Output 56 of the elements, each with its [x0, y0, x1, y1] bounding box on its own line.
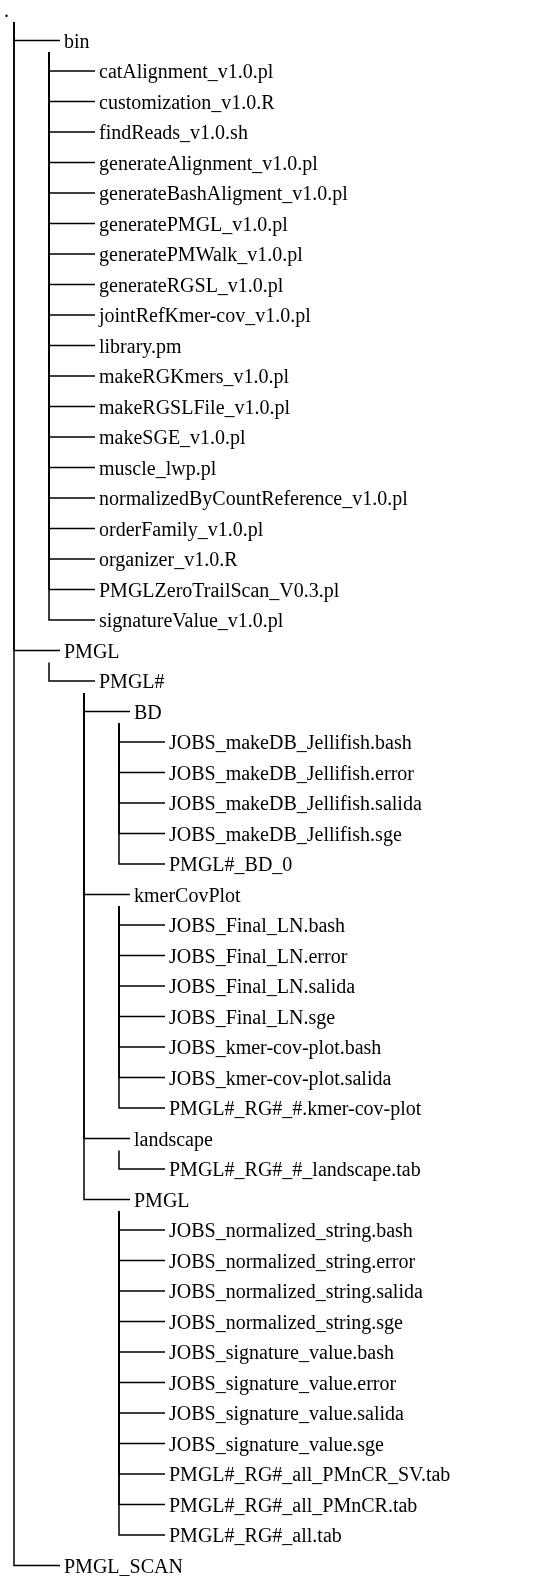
file-name: jointRefKmer-cov_v1.0.pl: [99, 304, 311, 326]
folder-name: PMGL#: [99, 670, 165, 692]
file-name: orderFamily_v1.0.pl: [99, 517, 264, 540]
file-name: JOBS_signature_value.error: [169, 1371, 397, 1394]
file-name: generatePMWalk_v1.0.pl: [99, 243, 303, 265]
file-name: muscle_lwp.pl: [99, 456, 217, 479]
file-name: JOBS_Final_LN.salida: [169, 975, 356, 997]
tree-connector: [118, 722, 166, 865]
file-name: JOBS_signature_value.salida: [169, 1402, 404, 1424]
file-name: findReads_v1.0.sh: [99, 121, 248, 143]
file-name: JOBS_Final_LN.error: [169, 944, 348, 967]
folder-name: PMGL: [64, 639, 120, 662]
folder-name: BD: [134, 700, 162, 723]
file-name: generatePMGL_v1.0.pl: [99, 212, 288, 235]
file-name: makeRGSLFile_v1.0.pl: [99, 395, 291, 418]
file-name: PMGL#_RG#_all.tab: [169, 1524, 342, 1546]
file-name: organizer_v1.0.R: [99, 548, 238, 570]
file-name: normalizedByCountReference_v1.0.pl: [99, 487, 408, 509]
file-name: JOBS_makeDB_Jellifish.salida: [169, 792, 422, 814]
file-name: generateRGSL_v1.0.pl: [99, 273, 284, 296]
file-name: JOBS_Final_LN.sge: [169, 1005, 336, 1028]
file-name: customization_v1.0.R: [99, 90, 275, 113]
file-name: PMGL#_RG#_#_landscape.tab: [169, 1158, 421, 1180]
file-name: PMGL#_BD_0: [169, 853, 293, 875]
file-name: generateBashAligment_v1.0.pl: [99, 182, 348, 204]
folder-name: .: [4, 0, 9, 21]
file-name: PMGL#_RG#_all_PMnCR_SV.tab: [169, 1463, 451, 1485]
file-name: library.pm: [99, 334, 182, 357]
folder-name: landscape: [134, 1127, 213, 1150]
file-name: PMGLZeroTrailScan_V0.3.pl: [99, 578, 340, 601]
file-name: JOBS_kmer-cov-plot.salida: [169, 1066, 392, 1089]
file-name: makeSGE_v1.0.pl: [99, 426, 246, 448]
file-name: JOBS_normalized_string.bash: [169, 1219, 413, 1241]
file-name: PMGL_SCAN: [64, 1554, 183, 1576]
file-name: JOBS_normalized_string.error: [169, 1249, 416, 1272]
file-name: signatureValue_v1.0.pl: [99, 609, 284, 631]
file-name: JOBS_signature_value.sge: [169, 1432, 384, 1455]
tree-connector: [118, 1149, 166, 1170]
folder-name: kmerCovPlot: [134, 883, 241, 906]
file-name: generateAlignment_v1.0.pl: [99, 151, 318, 174]
file-name: makeRGKmers_v1.0.pl: [99, 365, 289, 387]
file-name: PMGL#_RG#_all_PMnCR.tab: [169, 1493, 418, 1516]
tree-connector: [13, 21, 61, 1567]
file-name: catAlignment_v1.0.pl: [99, 60, 274, 82]
file-name: JOBS_makeDB_Jellifish.error: [169, 761, 414, 784]
tree-connector: [48, 661, 96, 682]
folder-name: PMGL: [134, 1188, 190, 1211]
file-name: JOBS_makeDB_Jellifish.sge: [169, 822, 402, 845]
file-name: PMGL#_RG#_#.kmer-cov-plot: [169, 1097, 422, 1119]
file-name: JOBS_normalized_string.salida: [169, 1280, 423, 1302]
file-name: JOBS_Final_LN.bash: [169, 914, 346, 936]
file-name: JOBS_signature_value.bash: [169, 1341, 394, 1363]
file-name: JOBS_kmer-cov-plot.bash: [169, 1036, 382, 1058]
folder-name: bin: [64, 29, 90, 52]
file-name: JOBS_makeDB_Jellifish.bash: [169, 731, 412, 753]
file-name: JOBS_normalized_string.sge: [169, 1310, 403, 1333]
